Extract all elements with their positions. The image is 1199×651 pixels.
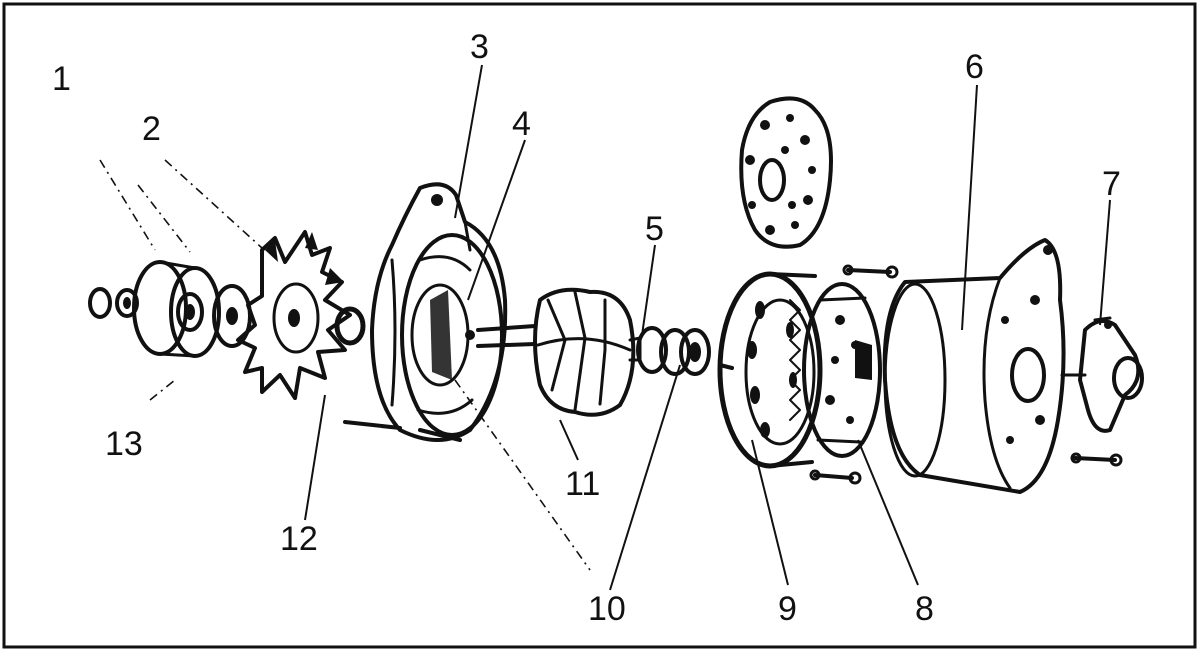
rotor — [476, 287, 636, 417]
callout-8: 8 — [915, 590, 934, 628]
pulley — [132, 260, 252, 358]
leader-lines — [99, 64, 1111, 591]
fan — [236, 230, 352, 400]
callout-7: 7 — [1102, 165, 1121, 203]
slip-rings — [628, 326, 711, 376]
callout-1: 1 — [52, 60, 71, 98]
stator — [717, 271, 823, 469]
callout-4: 4 — [512, 105, 531, 143]
brush-holder-plate — [802, 282, 882, 458]
callout-11: 11 — [565, 465, 600, 503]
rectifier-plate — [739, 96, 833, 249]
nut-washer-stack — [88, 287, 139, 319]
voltage-regulator — [1060, 316, 1144, 433]
spacer-ring — [334, 306, 366, 346]
callout-labels: 1 2 3 4 5 6 7 8 9 10 11 12 13 — [52, 28, 1121, 628]
callout-5: 5 — [645, 210, 664, 248]
callout-6: 6 — [965, 48, 984, 86]
callout-10: 10 — [588, 590, 626, 628]
slip-ring-end-housing — [882, 238, 1066, 494]
drive-end-housing — [343, 182, 508, 442]
callout-3: 3 — [470, 28, 489, 66]
callout-2: 2 — [142, 110, 161, 148]
callout-13: 13 — [105, 425, 143, 463]
callout-9: 9 — [778, 590, 797, 628]
mounting-bolts — [809, 264, 1123, 485]
callout-12: 12 — [280, 520, 318, 558]
